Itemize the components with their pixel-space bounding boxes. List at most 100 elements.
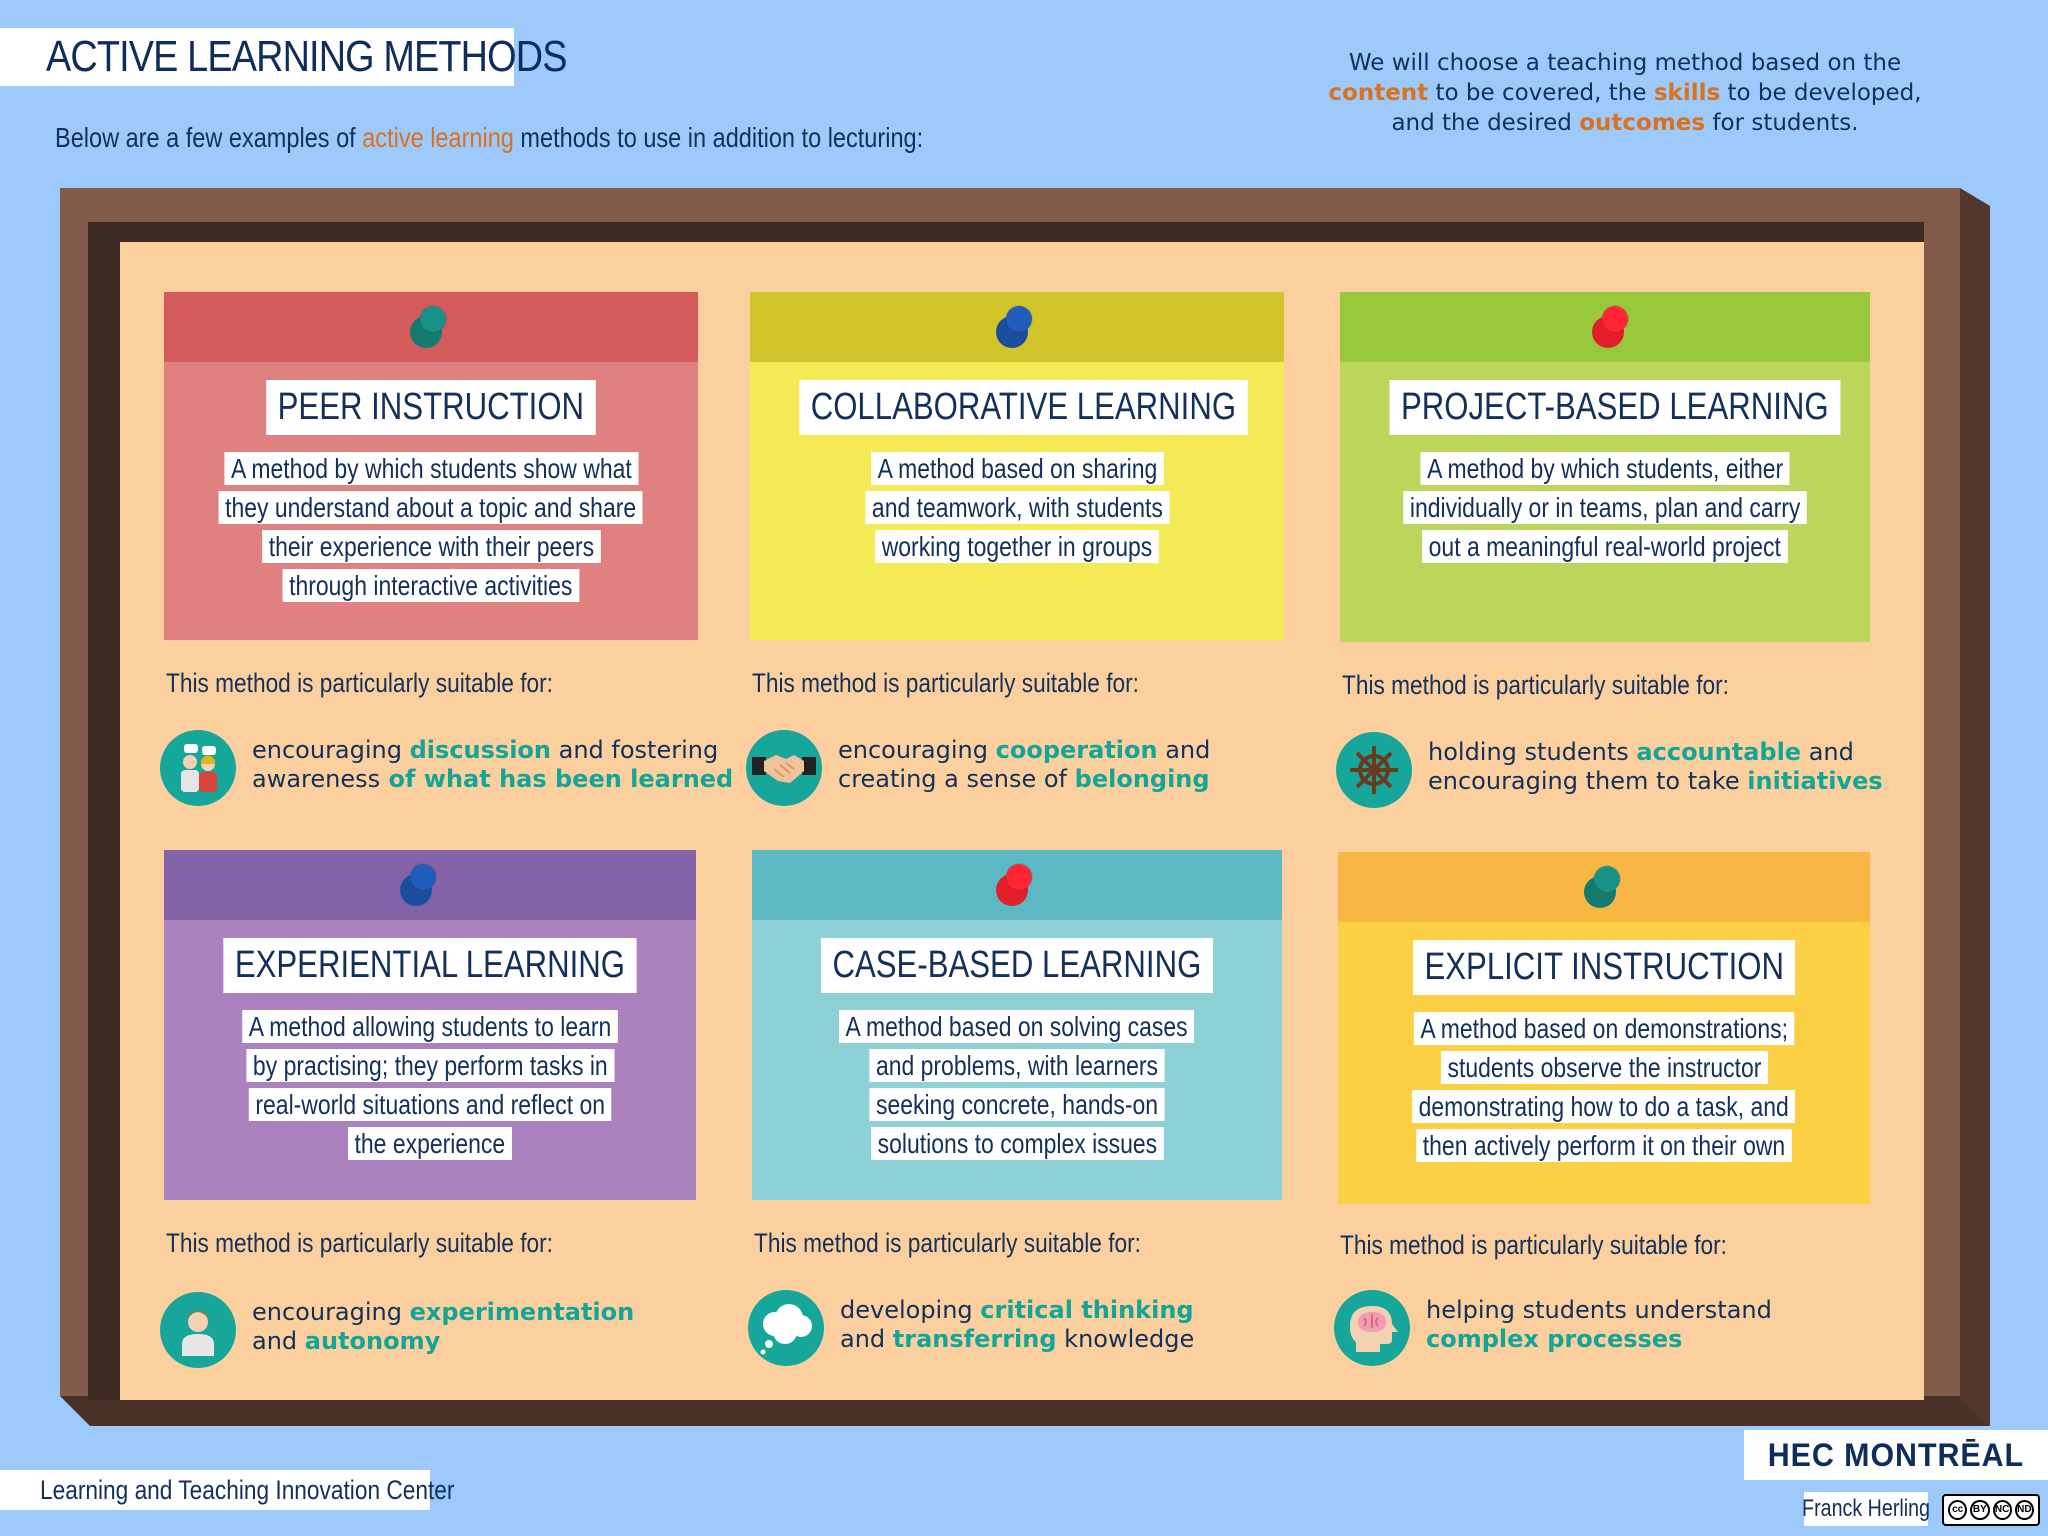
card-description-line: they understand about a topic and share [218,491,644,524]
benefit-text-part: encouraging [252,736,410,764]
title-box: ACTIVE LEARNING METHODS [0,28,567,86]
nd-icon: ND [2014,1500,2034,1520]
note-card: COLLABORATIVE LEARNING A method based on … [750,292,1284,640]
card-title: PEER INSTRUCTION [266,380,596,435]
benefit-text-part: encouraging [252,1298,410,1326]
card-heading-wrap: EXPLICIT INSTRUCTION [1338,940,1870,995]
benefit-text-part: encouraging [838,736,996,764]
card-description-line: A method based on sharing [870,452,1164,485]
benefit-text: developing critical thinking and transfer… [840,1296,1194,1354]
card-description-line: the experience [348,1127,512,1160]
board-edge [1960,188,1990,1426]
hec-logo: HEC MONTRĒAL [1744,1430,2048,1480]
benefit-keyword: of what has been learned [380,765,734,793]
note-card: CASE-BASED LEARNING A method based on sol… [752,850,1282,1200]
thought-cloud-icon [748,1290,824,1366]
benefit-keyword: experimentation [409,1298,635,1326]
suitable-label: This method is particularly suitable for… [166,668,553,698]
card-heading-wrap: COLLABORATIVE LEARNING [750,380,1284,435]
benefit-keyword: discussion [409,736,551,764]
benefit-keyword: belonging [1074,765,1210,793]
subtitle-accent: active learning [362,122,514,153]
card-description-line: seeking concrete, hands-on [869,1088,1165,1121]
by-icon: BY [1970,1500,1990,1520]
push-pin-icon [1584,876,1616,908]
card-description-line: A method allowing students to learn [242,1010,618,1043]
card-description-line: then actively perform it on their own [1416,1129,1792,1162]
footer-center-box: Learning and Teaching Innovation Center [0,1470,454,1510]
card-description-line: their experience with their peers [261,530,601,563]
card-description-line: A method by which students show what [224,452,638,485]
benefit-text-part: knowledge [1056,1325,1195,1353]
board-edge [60,1396,1990,1426]
intro-line: to be developed, [1720,80,1922,106]
intro-keyword: content [1328,80,1429,106]
handshake-icon [746,730,822,806]
subtitle: Below are a few examples of active learn… [55,122,923,154]
card-description-line: A method based on solving cases [839,1010,1195,1043]
brain-head-icon [1334,1290,1410,1366]
intro-text: We will choose a teaching method based o… [1300,48,1950,138]
push-pin-icon [996,874,1028,906]
card-description-line: students observe the instructor [1440,1051,1768,1084]
intro-line: We will choose a teaching method based o… [1348,50,1902,76]
card-heading-wrap: PEER INSTRUCTION [164,380,698,435]
benefit-text-part: and fostering [551,736,719,764]
card-title: EXPERIENTIAL LEARNING [223,938,637,993]
suitable-label: This method is particularly suitable for… [1342,670,1729,700]
cc-icon: cc [1948,1500,1968,1520]
cc-license-badge[interactable]: cc BY NC ND [1942,1494,2040,1526]
student-avatar-icon [160,1292,236,1368]
push-pin-icon [410,316,442,348]
card-description-line: A method by which students, either [1420,452,1790,485]
suitable-label: This method is particularly suitable for… [752,668,1139,698]
intro-line: and the desired [1391,110,1580,136]
card-description-line: working together in groups [875,530,1159,563]
benefit-keyword: transferring [892,1325,1057,1353]
push-pin-icon [1592,316,1624,348]
card-description-line: solutions to complex issues [870,1127,1164,1160]
card-heading-wrap: CASE-BASED LEARNING [752,938,1282,993]
card-description: A method allowing students to learn by pr… [164,1010,696,1166]
students-discussion-icon [160,730,236,806]
card-description-line: and problems, with learners [869,1049,1165,1082]
card-title: CASE-BASED LEARNING [821,938,1213,993]
footer-center-name: Learning and Teaching Innovation Center [40,1474,455,1505]
push-pin-icon [400,874,432,906]
note-card: PEER INSTRUCTION A method by which studen… [164,292,698,640]
push-pin-icon [996,316,1028,348]
suitable-label: This method is particularly suitable for… [166,1228,553,1258]
benefit-keyword: critical thinking [980,1296,1194,1324]
card-heading-wrap: PROJECT-BASED LEARNING [1340,380,1870,435]
intro-keyword: outcomes [1579,110,1706,136]
benefit-text-part: and [840,1325,893,1353]
card-description-line: by practising; they perform tasks in [246,1049,614,1082]
benefit-text-part: and [1801,738,1854,766]
card-description-line: real-world situations and reflect on [248,1088,612,1121]
benefit-keyword: cooperation [995,736,1158,764]
note-card: PROJECT-BASED LEARNING A method by which … [1340,292,1870,642]
suitable-label: This method is particularly suitable for… [754,1228,1141,1258]
benefit-text-part: creating a sense of [838,765,1075,793]
benefit-text-part: helping students understand [1426,1296,1772,1324]
intro-line: to be covered, the [1428,80,1654,106]
intro-keyword: skills [1653,80,1721,106]
card-title: EXPLICIT INSTRUCTION [1412,940,1796,995]
ship-wheel-icon [1336,732,1412,808]
subtitle-text-end: methods to use in addition to lecturing: [513,122,924,153]
card-title: COLLABORATIVE LEARNING [799,380,1248,435]
nc-icon: NC [1992,1500,2012,1520]
intro-line: for students. [1705,110,1859,136]
card-description: A method based on solving cases and probl… [752,1010,1282,1166]
note-card: EXPERIENTIAL LEARNING A method allowing s… [164,850,696,1200]
benefit-keyword: initiatives [1747,767,1883,795]
benefit-text-part: holding students [1428,738,1637,766]
card-title: PROJECT-BASED LEARNING [1389,380,1841,435]
benefit-text-part: and [252,1327,305,1355]
benefit-text-part: developing [840,1296,981,1324]
